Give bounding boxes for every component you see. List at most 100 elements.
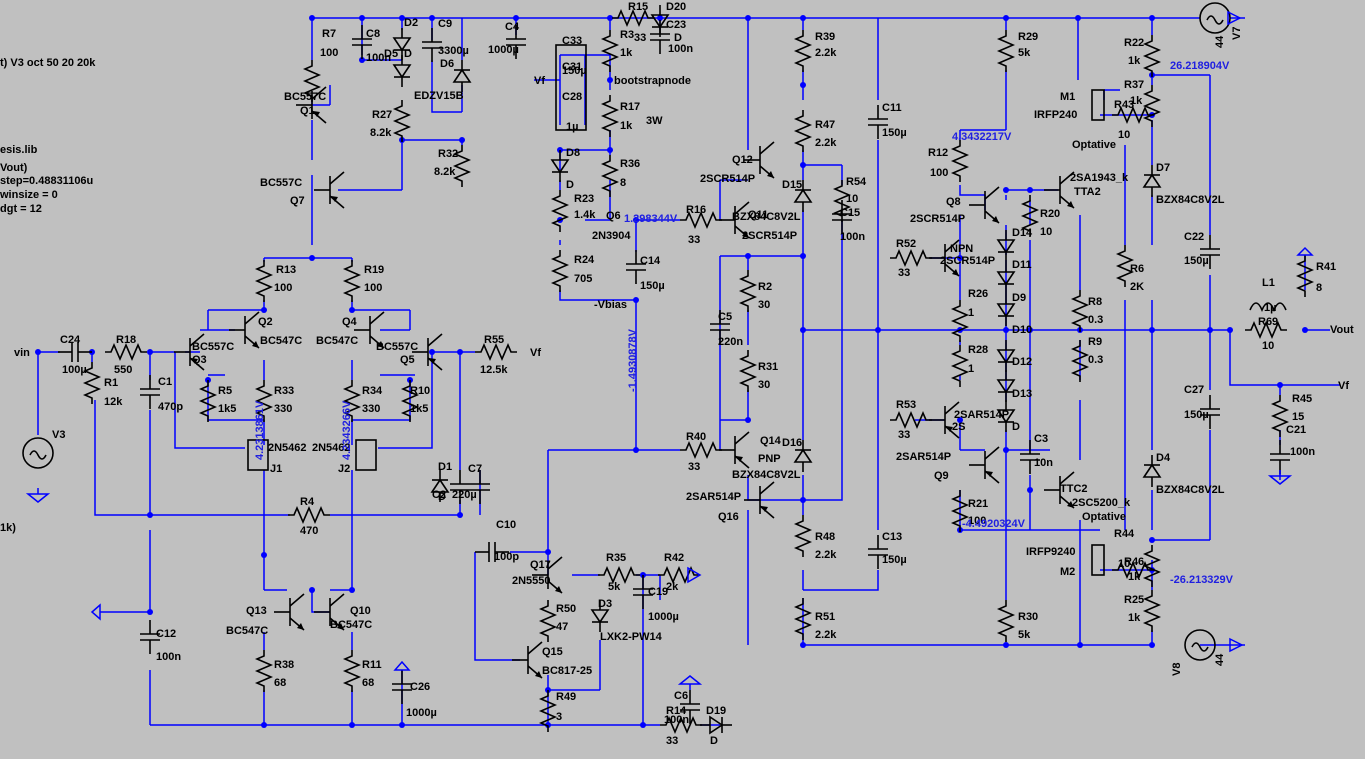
probe-j2: 4.2343266V (341, 400, 353, 460)
label-d16-name: D16 (782, 437, 802, 449)
label-r18-value: 550 (114, 364, 132, 376)
label-c26-name: C26 (410, 681, 430, 693)
label-r19-value: 100 (364, 282, 382, 294)
label-d19-value: D (710, 735, 718, 747)
label-c7-name: C7 (468, 463, 482, 475)
label-d1-name: D1 (438, 461, 452, 473)
wires (37, 17, 1340, 726)
label-d7-name: D7 (1156, 162, 1170, 174)
directive-winsize: winsize = 0 (0, 189, 58, 201)
label-r42-name: R42 (664, 552, 684, 564)
net-vf-input: Vf (530, 347, 541, 359)
label-d16-value: BZX84C8V2L (732, 469, 801, 481)
label-r55-name: R55 (484, 334, 504, 346)
power-rating-3w: 3W (646, 115, 663, 127)
label-q17-name: Q17 (530, 559, 551, 571)
label-c24-value: 100µ (62, 364, 87, 376)
label-c5-value: 220n (718, 336, 743, 348)
label-r51-name: R51 (815, 611, 835, 623)
voltage-probes[interactable]: 1.298344V -1.4930878V 4.2313861V 4.23432… (254, 60, 1234, 586)
label-c13-value: 150µ (882, 554, 907, 566)
label-r24-value: 705 (574, 273, 592, 285)
label-q7-name: Q7 (290, 195, 305, 207)
probe-neg-rail: -26.213329V (1170, 574, 1234, 586)
label-c9-name: C9 (438, 18, 452, 30)
label-c24-name: C24 (60, 334, 81, 346)
net-vout: Vout (1330, 324, 1354, 336)
label-c21-value: 100n (1290, 446, 1315, 458)
label-r19-name: R19 (364, 264, 384, 276)
label-r39-value: 2.2k (815, 47, 837, 59)
label-r38-value: 68 (274, 677, 286, 689)
label-r16-name: R16 (686, 204, 706, 216)
label-c28-name: C28 (562, 91, 582, 103)
label-r21-name: R21 (968, 498, 988, 510)
label-d7-value: BZX84C8V2L (1156, 194, 1225, 206)
label-r25-name: R25 (1124, 594, 1144, 606)
label-r21-value: 100 (968, 515, 986, 527)
label-m2-value: IRFP9240 (1026, 546, 1076, 558)
label-d12-name: D12 (1012, 356, 1032, 368)
label-r50-name: R50 (556, 603, 576, 615)
label-r36-name: R36 (620, 158, 640, 170)
label-q1-value: BC557C (284, 91, 326, 103)
label-q4-value: BC547C (316, 335, 358, 347)
label-r29-value: 5k (1018, 47, 1031, 59)
label-c31-name: C31 (562, 61, 582, 73)
label-r8-name: R8 (1088, 296, 1102, 308)
label-r7-name: R7 (322, 28, 336, 40)
label-r39-name: R39 (815, 31, 835, 43)
label-d15-name: D15 (782, 179, 802, 191)
label-q9-value: 2SAR514P (896, 451, 951, 463)
label-c8-value: 100n (366, 52, 391, 64)
label-r47-value: 2.2k (815, 137, 837, 149)
label-d13-name: D13 (1012, 388, 1032, 400)
label-r3-name: R3 (620, 29, 634, 41)
label-r41-name: R41 (1316, 261, 1336, 273)
label-q12-value: 2SCR514P (700, 173, 755, 185)
label-q1-name: Q1 (300, 105, 315, 117)
label-r44-name: R44 (1114, 528, 1135, 540)
label-r26-name: R26 (968, 288, 988, 300)
label-q16-value: 2SAR514P (686, 491, 741, 503)
label-r9-name: R9 (1088, 336, 1102, 348)
label-d8-value: D (566, 179, 574, 191)
label-c27-value: 150µ (1184, 409, 1209, 421)
label-d11-name: D11 (1012, 259, 1032, 271)
label-c4-value: 1000µ (488, 44, 519, 56)
label-q6-name: Q6 (606, 210, 621, 222)
label-c27-name: C27 (1184, 384, 1204, 396)
spice-directives: t) V3 oct 50 20 20k esis.lib Vout) step=… (0, 57, 96, 534)
net-vin: vin (14, 347, 30, 359)
label-c10-name: C10 (496, 519, 516, 531)
label-r38-name: R38 (274, 659, 294, 671)
label-r6-name: R6 (1130, 263, 1144, 275)
label-r42-value: 2k (666, 581, 679, 593)
label-r35-name: R35 (606, 552, 626, 564)
probe-vbias: -1.4930878V (627, 328, 639, 392)
label-r15-name: R15 (628, 1, 648, 13)
label-q3-value: BC557C (192, 341, 234, 353)
label-d20-value: D (674, 32, 682, 44)
label-d8-name: D8 (566, 147, 580, 159)
label-d4-value: BZX84C8V2L (1156, 484, 1225, 496)
label-q11-value: 2SCR514P (742, 230, 797, 242)
label-r54-name: R54 (846, 176, 867, 188)
label-d5-name: D5 (384, 48, 398, 60)
label-l1-value: 1µ (1264, 302, 1276, 314)
label-r16-value: 33 (688, 234, 700, 246)
label-m1-name: M1 (1060, 91, 1075, 103)
label-r4-name: R4 (300, 496, 315, 508)
label-r9-value: 0.3 (1088, 354, 1103, 366)
net-bootstrapnode: bootstrapnode (614, 75, 691, 87)
label-c33-value: 150µ (562, 65, 587, 77)
label-r24-name: R24 (574, 254, 595, 266)
label-r2-value: 30 (758, 299, 770, 311)
label-q2-value: BC547C (260, 335, 302, 347)
label-c3-name: C3 (1034, 433, 1048, 445)
label-q13-value: BC547C (226, 625, 268, 637)
label-r37-name: R37 (1124, 79, 1144, 91)
label-c12-value: 100n (156, 651, 181, 663)
label-c23-value: 100n (668, 43, 693, 55)
